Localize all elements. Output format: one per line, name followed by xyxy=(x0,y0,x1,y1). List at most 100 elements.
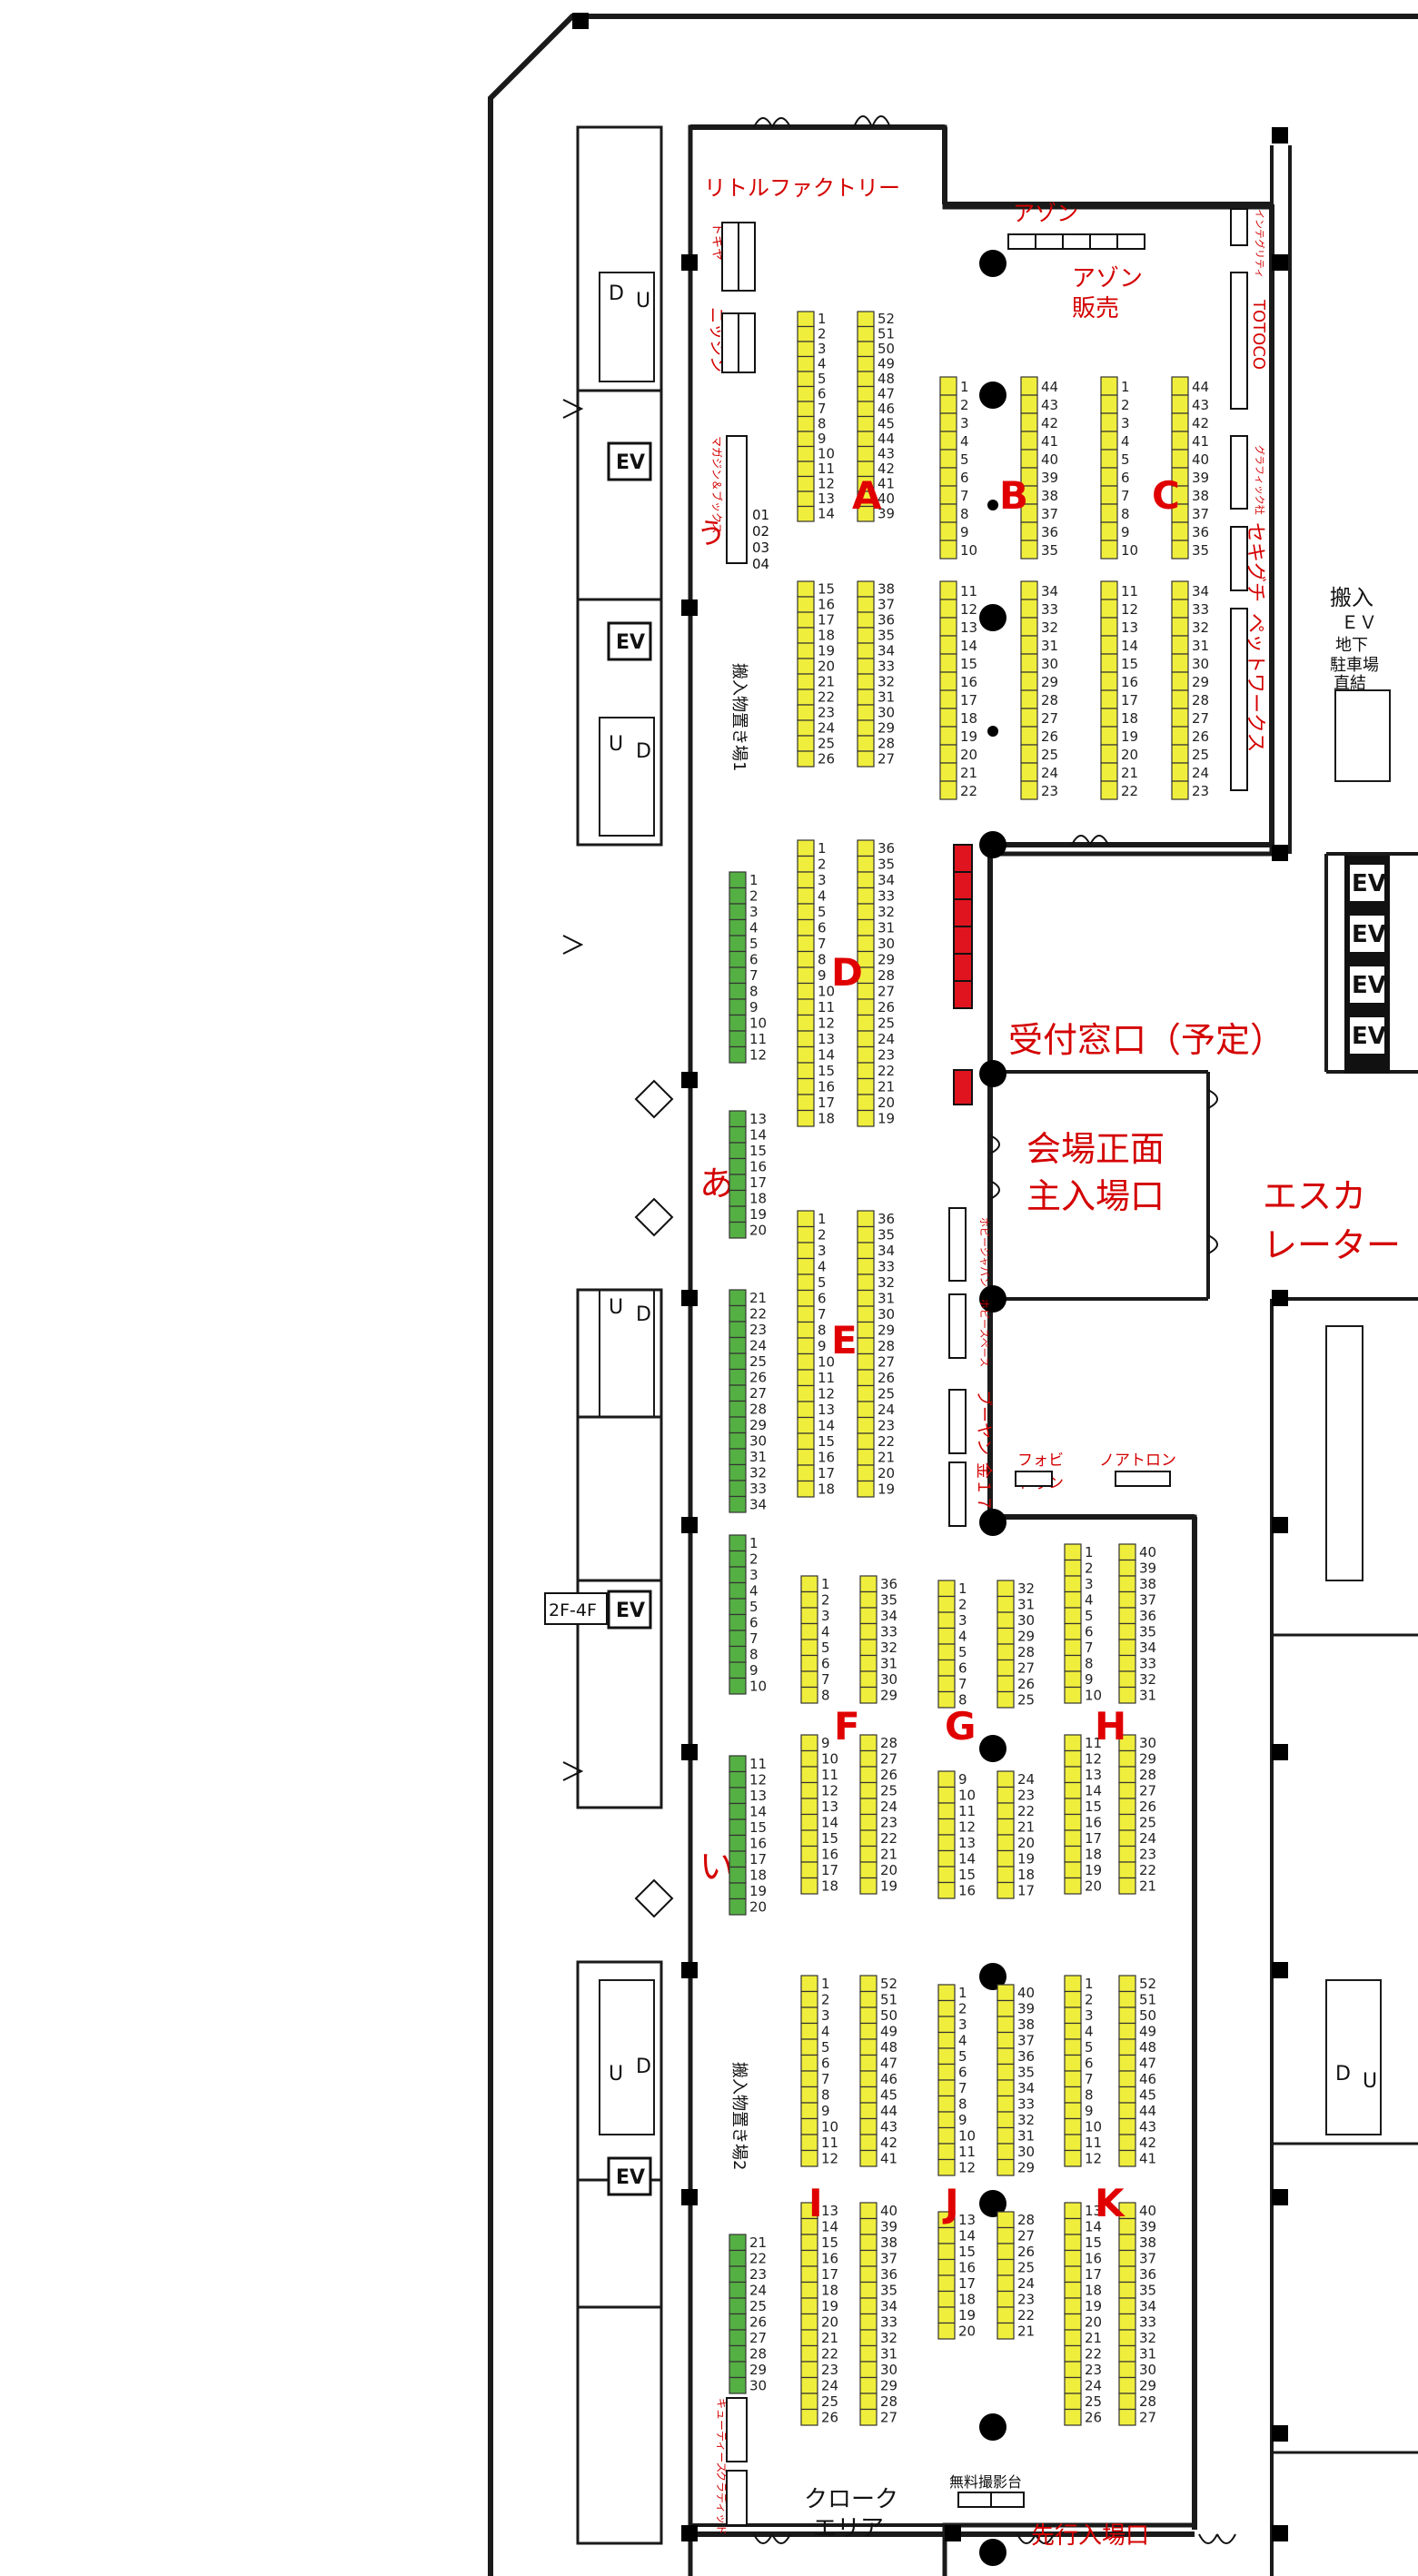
booth-number: 5 xyxy=(818,371,826,387)
booth-cell xyxy=(729,1566,747,1584)
booth-cell xyxy=(1118,1686,1136,1704)
booth-number: 22 xyxy=(960,783,977,799)
reception-lower-booths xyxy=(1015,1471,1171,1487)
booth-number: 13 xyxy=(1121,619,1138,636)
booth-number: 24 xyxy=(1085,2378,1102,2394)
booth-number: 6 xyxy=(749,1615,759,1631)
booth-cell xyxy=(729,1882,747,1900)
booth-cell xyxy=(859,1654,878,1672)
booth-cell xyxy=(729,1598,747,1616)
booth-cell xyxy=(939,708,957,728)
booth-number: 11 xyxy=(749,1756,767,1772)
booth-cell xyxy=(1118,1622,1136,1640)
booth-cell xyxy=(1064,2102,1082,2120)
booth-cell xyxy=(1064,2344,1082,2363)
booth-cell xyxy=(937,2258,956,2276)
booth-number: 7 xyxy=(818,401,826,417)
booth-number: 12 xyxy=(818,1016,835,1032)
booth-cell xyxy=(997,1786,1015,1804)
booth-number: 20 xyxy=(1121,747,1138,763)
integrity-label: インテグリティ xyxy=(1254,209,1266,278)
booth-number: 14 xyxy=(821,2219,838,2235)
booth-cell xyxy=(1064,1734,1082,1752)
booth-cell xyxy=(857,1077,875,1095)
booth-number: 4 xyxy=(1085,1592,1094,1609)
booth-cell xyxy=(939,780,957,800)
booth-number: 24 xyxy=(878,1402,895,1418)
booth-cell xyxy=(797,341,815,358)
block-letter-b: B xyxy=(999,473,1028,518)
booth-number: 32 xyxy=(1139,1671,1156,1688)
booth-cell xyxy=(857,1464,875,1482)
booth-number: 8 xyxy=(821,1688,830,1704)
booth-cell xyxy=(1118,2281,1136,2299)
booth-cell xyxy=(1118,2297,1136,2315)
booth-cell xyxy=(800,1798,818,1816)
booth-cell xyxy=(797,1337,815,1355)
booth-number: 27 xyxy=(1041,710,1058,727)
booth-cell xyxy=(859,2393,878,2411)
booth-cell xyxy=(997,1627,1015,1645)
booth-number: 28 xyxy=(1139,1767,1156,1783)
booth-cell xyxy=(937,1786,956,1804)
booth-number: 26 xyxy=(880,1767,897,1783)
tokiya-label: トキヤ xyxy=(709,223,724,261)
booth-cell xyxy=(859,1670,878,1689)
booth-number: 23 xyxy=(1192,783,1209,799)
booth-number: 25 xyxy=(878,1386,895,1402)
booth-number: 5 xyxy=(1085,1608,1094,1624)
booth-number: 22 xyxy=(1121,783,1138,799)
booth-cell xyxy=(1064,2408,1082,2426)
booth-cell xyxy=(797,1369,815,1387)
booth-cell xyxy=(797,415,815,432)
booth-cell xyxy=(857,1289,875,1307)
booth-cell xyxy=(857,311,875,328)
booth-number: 34 xyxy=(1139,2298,1156,2314)
booth-cell xyxy=(729,1818,747,1837)
booth-number: 16 xyxy=(749,1159,767,1175)
booth-cell xyxy=(859,2297,878,2315)
booth-cell xyxy=(729,1336,747,1354)
booth-number: 21 xyxy=(880,1847,897,1863)
booth-number: 19 xyxy=(878,1481,895,1498)
booth-number: 2 xyxy=(1085,1992,1094,2008)
svg-text:U: U xyxy=(609,1296,623,1319)
booth-cell xyxy=(729,918,747,936)
booth-number: 6 xyxy=(960,470,969,486)
booth-cell xyxy=(1064,2281,1082,2299)
booth-cell xyxy=(1064,2134,1082,2152)
booth-cell xyxy=(800,2134,818,2152)
booth-number: 14 xyxy=(958,2228,976,2244)
main-entrance-label-2: 主入場口 xyxy=(1026,1176,1165,1216)
booth-number: 20 xyxy=(1085,1878,1102,1895)
booth-number: 42 xyxy=(1041,415,1058,431)
booth-cell xyxy=(797,855,815,873)
booth-cell xyxy=(859,1575,878,1593)
booth-number: 8 xyxy=(1085,2087,1094,2104)
booth-cell xyxy=(800,2149,818,2167)
booth-cell xyxy=(729,1030,747,1048)
booth-number: 5 xyxy=(818,1274,827,1291)
booth-cell xyxy=(997,1690,1015,1709)
booth-cell xyxy=(1020,580,1038,600)
booth-cell xyxy=(997,1580,1015,1598)
booth-number: 34 xyxy=(878,1243,895,1259)
booth-number: 33 xyxy=(1192,601,1209,618)
booth-number: 10 xyxy=(1121,542,1138,559)
booth-cell xyxy=(797,918,815,936)
booth-number: 30 xyxy=(1139,1735,1156,1751)
booth-cell xyxy=(857,1448,875,1466)
booth-number: 18 xyxy=(1085,1847,1102,1863)
booth-number: 6 xyxy=(749,952,759,968)
clad-label: クラディッド xyxy=(715,2471,729,2535)
svg-text:D: D xyxy=(636,1303,651,1326)
booth-number: 23 xyxy=(1017,2292,1035,2308)
booth-cell xyxy=(1100,708,1118,728)
booth-number: 28 xyxy=(880,1735,897,1751)
booth-number: 17 xyxy=(818,1465,835,1481)
booth-number: 6 xyxy=(1085,2056,1094,2072)
